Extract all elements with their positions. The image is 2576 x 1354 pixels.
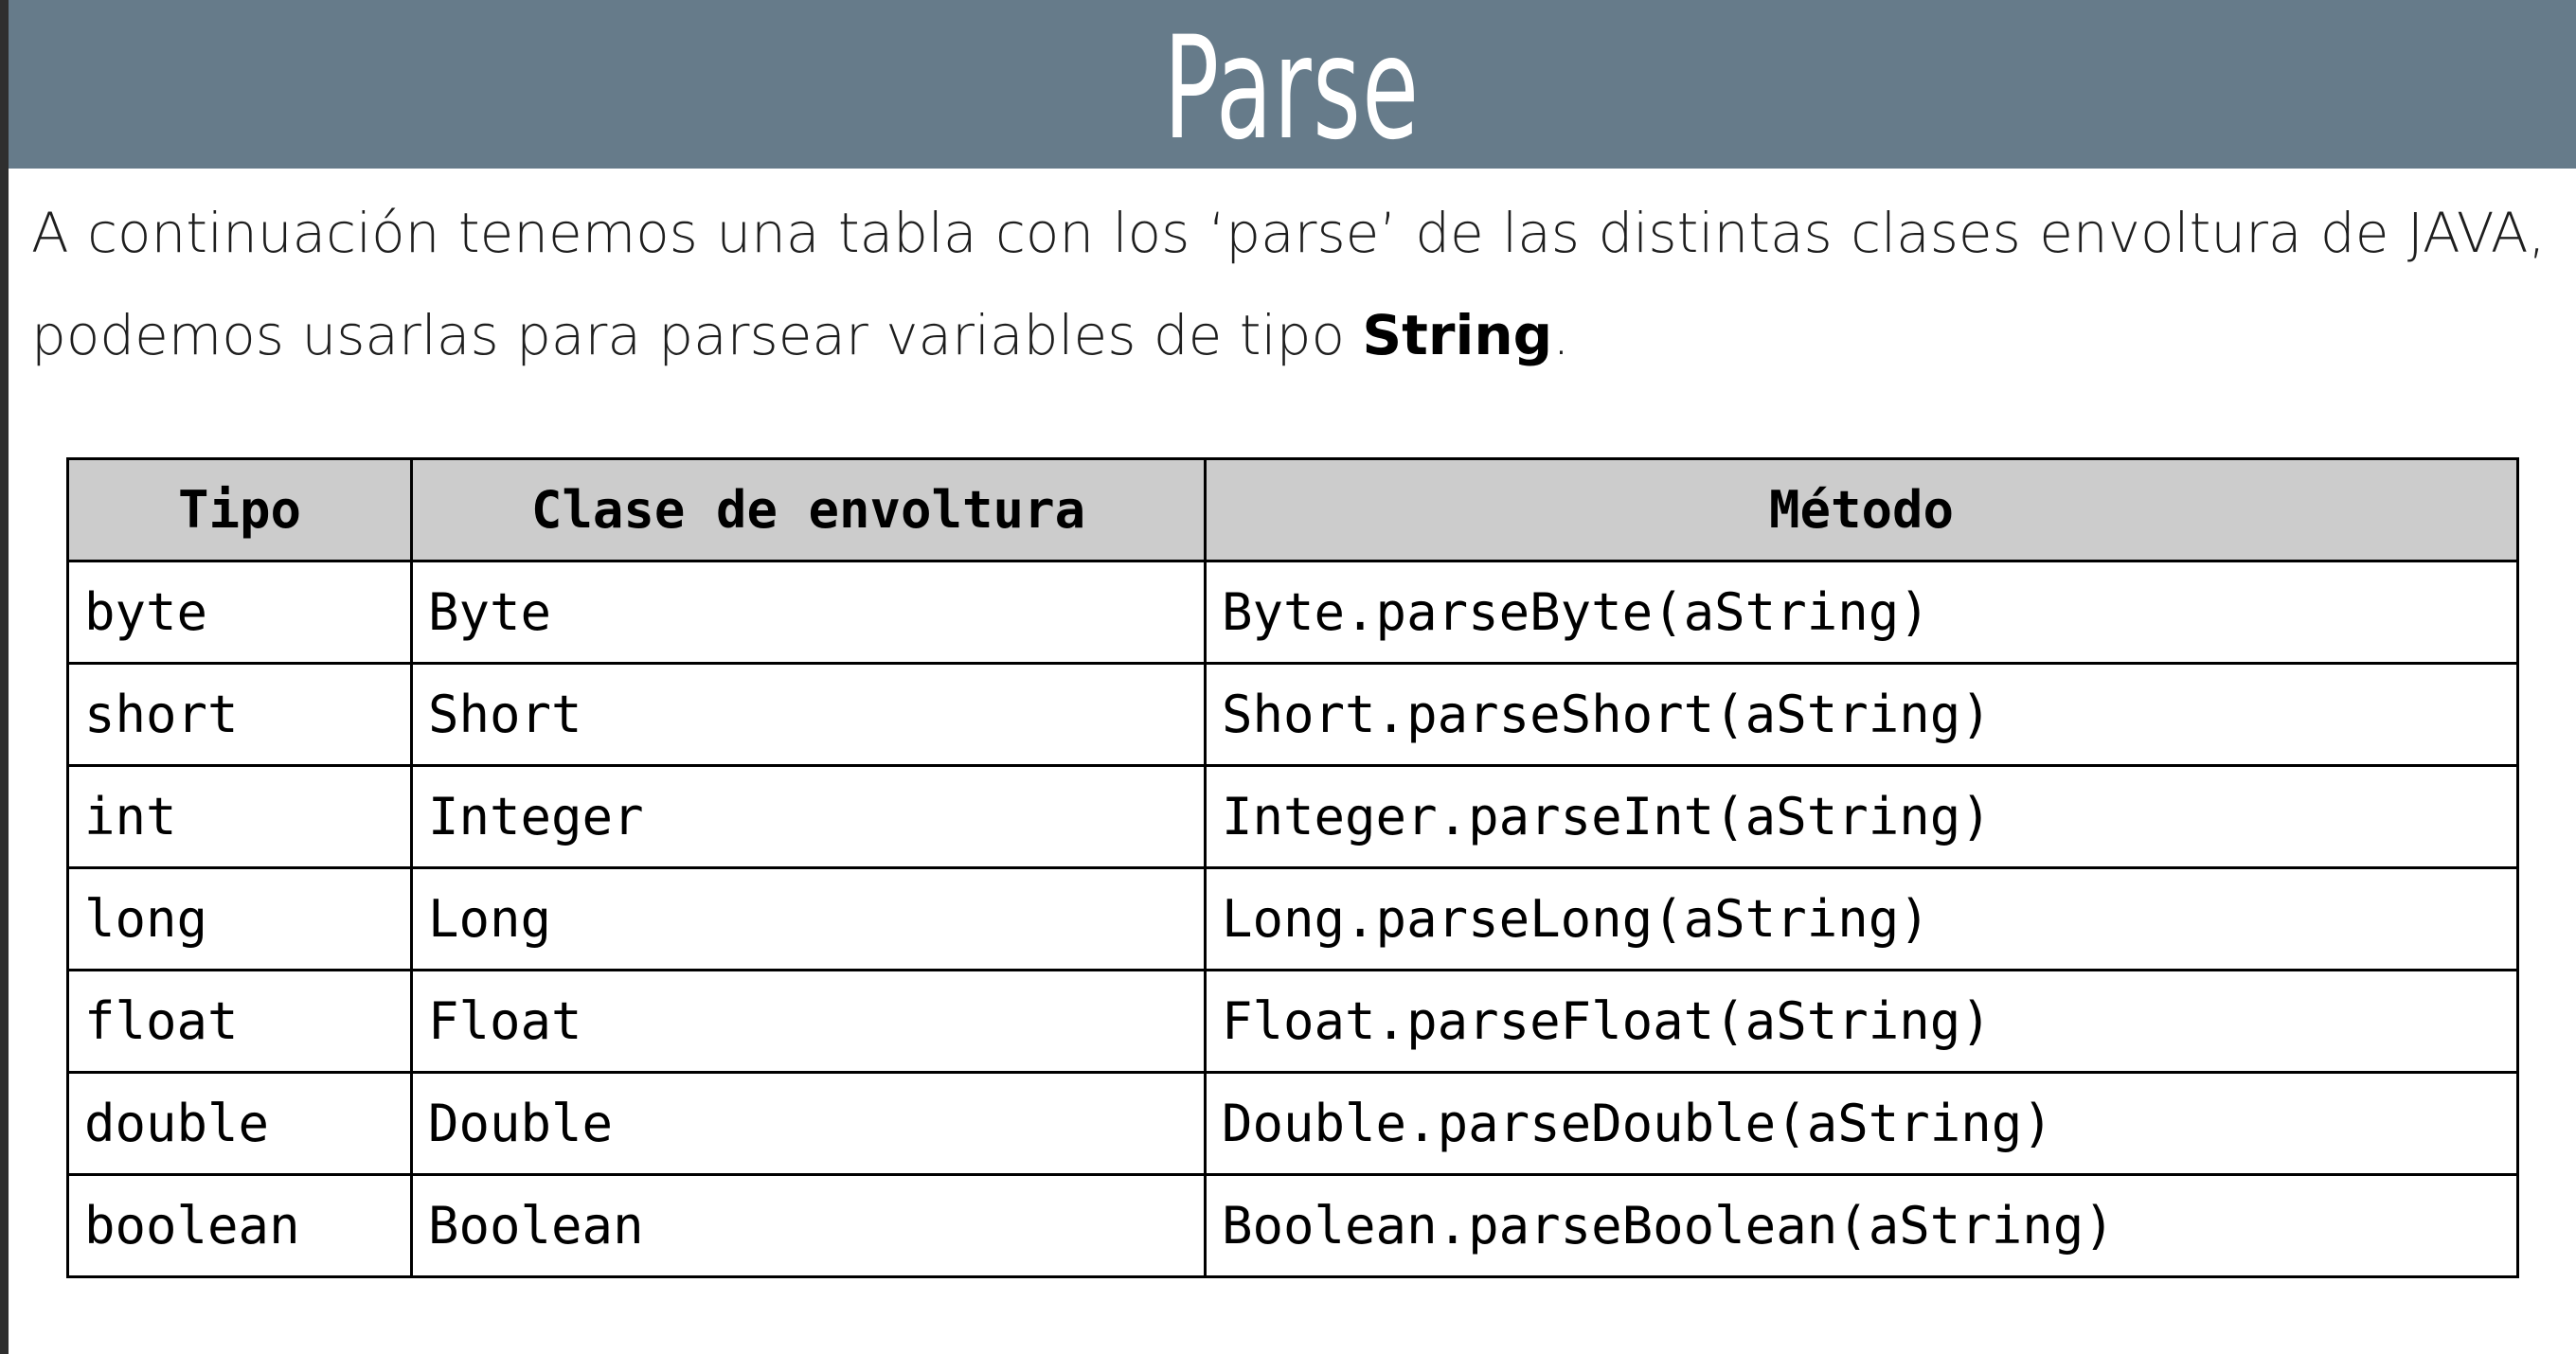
table-row: short Short Short.parseShort(aString) xyxy=(66,662,2519,767)
cell-tipo: double xyxy=(66,1071,413,1176)
table-row: float Float Float.parseFloat(aString) xyxy=(66,969,2519,1074)
cell-tipo: int xyxy=(66,764,413,869)
cell-clase: Float xyxy=(410,969,1207,1074)
table-row: boolean Boolean Boolean.parseBoolean(aSt… xyxy=(66,1173,2519,1278)
cell-tipo: boolean xyxy=(66,1173,413,1278)
cell-clase: Short xyxy=(410,662,1207,767)
cell-clase: Long xyxy=(410,866,1207,971)
cell-tipo: long xyxy=(66,866,413,971)
cell-clase: Boolean xyxy=(410,1173,1207,1278)
cell-metodo: Byte.parseByte(aString) xyxy=(1204,560,2519,665)
cell-metodo: Float.parseFloat(aString) xyxy=(1204,969,2519,1074)
left-edge-border xyxy=(0,0,9,1354)
intro-paragraph: A continuación tenemos una tabla con los… xyxy=(31,182,2546,386)
parse-table: Tipo Clase de envoltura Método byte Byte… xyxy=(66,457,2519,1278)
intro-period: . xyxy=(1552,303,1570,367)
table-row: double Double Double.parseDouble(aString… xyxy=(66,1071,2519,1176)
cell-tipo: byte xyxy=(66,560,413,665)
table-header-row: Tipo Clase de envoltura Método xyxy=(66,457,2519,562)
cell-clase: Byte xyxy=(410,560,1207,665)
cell-metodo: Boolean.parseBoolean(aString) xyxy=(1204,1173,2519,1278)
title-bar: Parse xyxy=(9,0,2576,169)
column-header-metodo: Método xyxy=(1204,457,2519,562)
cell-tipo: float xyxy=(66,969,413,1074)
cell-metodo: Long.parseLong(aString) xyxy=(1204,866,2519,971)
column-header-clase: Clase de envoltura xyxy=(410,457,1207,562)
cell-clase: Double xyxy=(410,1071,1207,1176)
table-row: byte Byte Byte.parseByte(aString) xyxy=(66,560,2519,665)
page-title: Parse xyxy=(1164,7,1421,171)
column-header-tipo: Tipo xyxy=(66,457,413,562)
cell-metodo: Short.parseShort(aString) xyxy=(1204,662,2519,767)
intro-emphasis: String xyxy=(1362,303,1553,367)
cell-metodo: Integer.parseInt(aString) xyxy=(1204,764,2519,869)
table-row: int Integer Integer.parseInt(aString) xyxy=(66,764,2519,869)
cell-clase: Integer xyxy=(410,764,1207,869)
cell-metodo: Double.parseDouble(aString) xyxy=(1204,1071,2519,1176)
table-row: long Long Long.parseLong(aString) xyxy=(66,866,2519,971)
cell-tipo: short xyxy=(66,662,413,767)
intro-text: A continuación tenemos una tabla con los… xyxy=(31,201,2546,367)
